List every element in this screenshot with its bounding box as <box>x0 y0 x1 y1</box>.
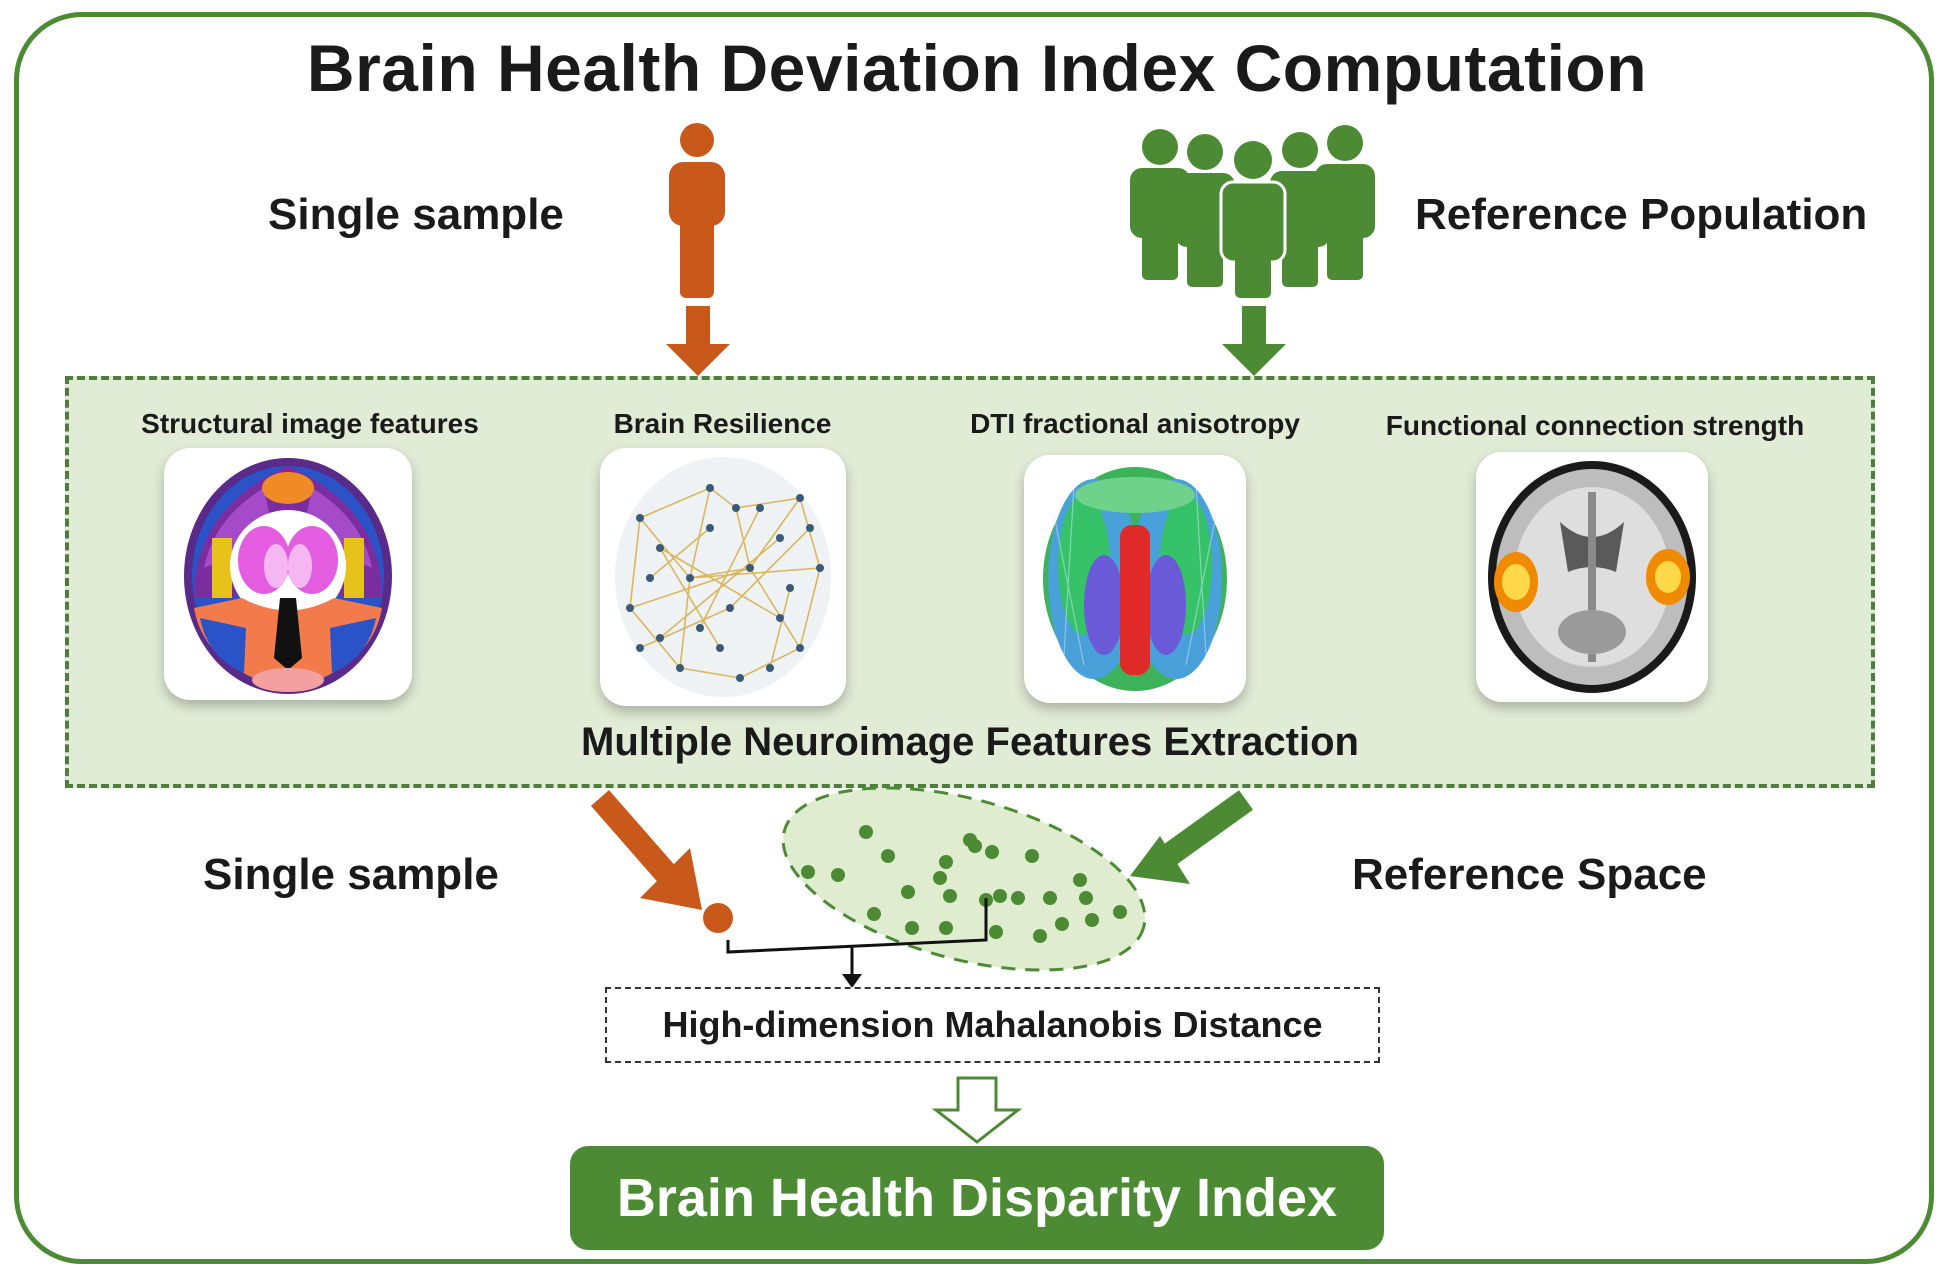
reference-population-icon <box>1130 125 1375 298</box>
diagram-title: Brain Health Deviation Index Computation <box>306 31 1648 105</box>
reference-space-cluster <box>781 786 1147 972</box>
single-sample-label-top: Single sample <box>268 190 564 239</box>
reference-space-label: Reference Space <box>1352 850 1707 899</box>
distance-connector-arrowhead-icon <box>842 974 862 988</box>
feature-label-resilience: Brain Resilience <box>613 408 832 439</box>
feature-label-structural: Structural image features <box>141 408 479 439</box>
feature-label-functional: Functional connection strength <box>1385 410 1805 441</box>
feature-extraction-caption: Multiple Neuroimage Features Extraction <box>581 720 1359 764</box>
mahalanobis-distance-box: High-dimension Mahalanobis Distance <box>605 987 1380 1063</box>
single-sample-down-arrow-icon <box>666 306 730 376</box>
single-sample-label-bottom: Single sample <box>203 850 499 899</box>
dti-tractography-icon <box>1024 455 1246 703</box>
fmri-activation-icon <box>1476 452 1708 702</box>
brain-health-disparity-index-box: Brain Health Disparity Index <box>570 1146 1384 1250</box>
brain-parcellation-icon <box>164 448 412 700</box>
outer-frame <box>14 12 1934 1264</box>
reference-space-diagonal-arrow-icon <box>1130 790 1253 884</box>
reference-sample-points <box>801 825 1127 943</box>
brain-network-icon <box>600 448 846 706</box>
single-sample-diagonal-arrow-icon <box>590 790 702 910</box>
single-person-icon <box>669 123 725 298</box>
reference-population-down-arrow-icon <box>1222 306 1286 376</box>
feature-label-dti: DTI fractional anisotropy <box>970 408 1300 439</box>
reference-population-label: Reference Population <box>1415 190 1868 239</box>
result-hollow-arrow-icon <box>931 1076 1023 1144</box>
distance-connector <box>726 898 988 978</box>
single-sample-point <box>703 903 733 933</box>
